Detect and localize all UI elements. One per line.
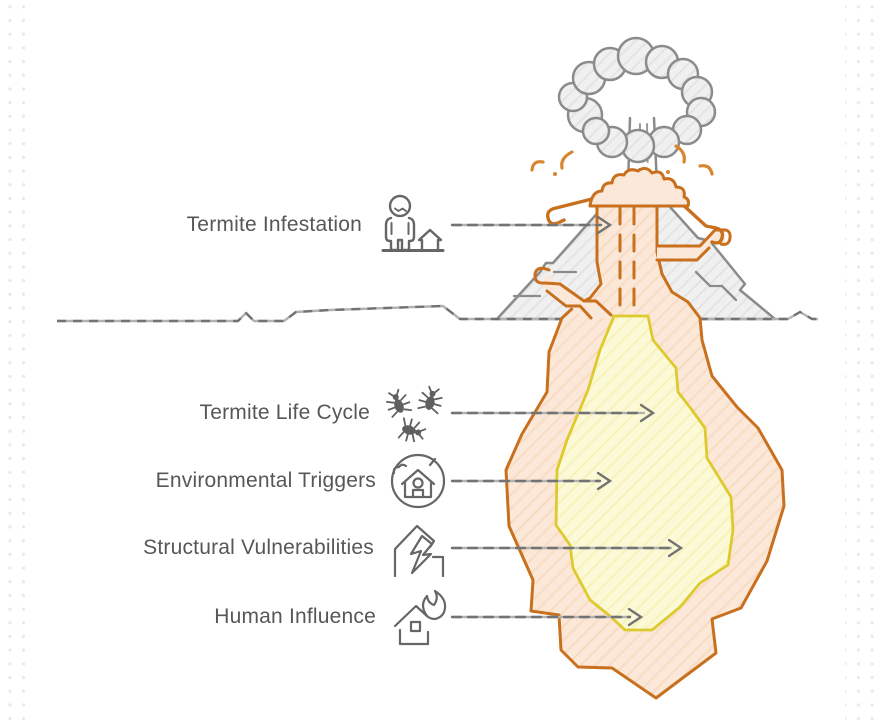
label-termite-infestation: Termite Infestation [186, 213, 362, 236]
arrow-human-influence [450, 607, 644, 627]
cracked-house-icon [387, 516, 447, 580]
legend-row-environmental-triggers: Environmental Triggers [156, 446, 447, 516]
termites-icon [383, 384, 447, 442]
crater-lava [588, 166, 690, 208]
lava-branch-left [533, 266, 613, 320]
lava-conduit-dashes [618, 206, 636, 314]
arrow-environmental-triggers [450, 471, 613, 491]
arrow-structural-vulnerabilities [450, 538, 684, 558]
person-with-house-icon [375, 192, 447, 258]
magma-core-zone [554, 314, 735, 632]
legend-row-termite-infestation: Termite Infestation [187, 190, 447, 260]
label-environmental-triggers: Environmental Triggers [155, 469, 376, 492]
burning-house-icon [389, 586, 447, 648]
label-human-influence: Human Influence [214, 605, 376, 628]
legend-row-structural-vulnerabilities: Structural Vulnerabilities [143, 513, 447, 583]
crater-rim-lines [545, 197, 725, 245]
lava-splashes [530, 144, 714, 176]
smoke-cloud-icon [557, 36, 717, 164]
arrow-termite-infestation [450, 215, 613, 235]
label-structural-vulnerabilities: Structural Vulnerabilities [143, 536, 374, 559]
arrow-termite-life-cycle [450, 403, 656, 423]
label-termite-life-cycle: Termite Life Cycle [199, 401, 370, 424]
legend-row-human-influence: Human Influence [214, 582, 447, 652]
mountain-ledge-lines [512, 270, 738, 302]
house-environment-icon [389, 452, 447, 510]
legend-row-termite-life-cycle: Termite Life Cycle [200, 378, 447, 448]
ground-line [57, 304, 818, 323]
